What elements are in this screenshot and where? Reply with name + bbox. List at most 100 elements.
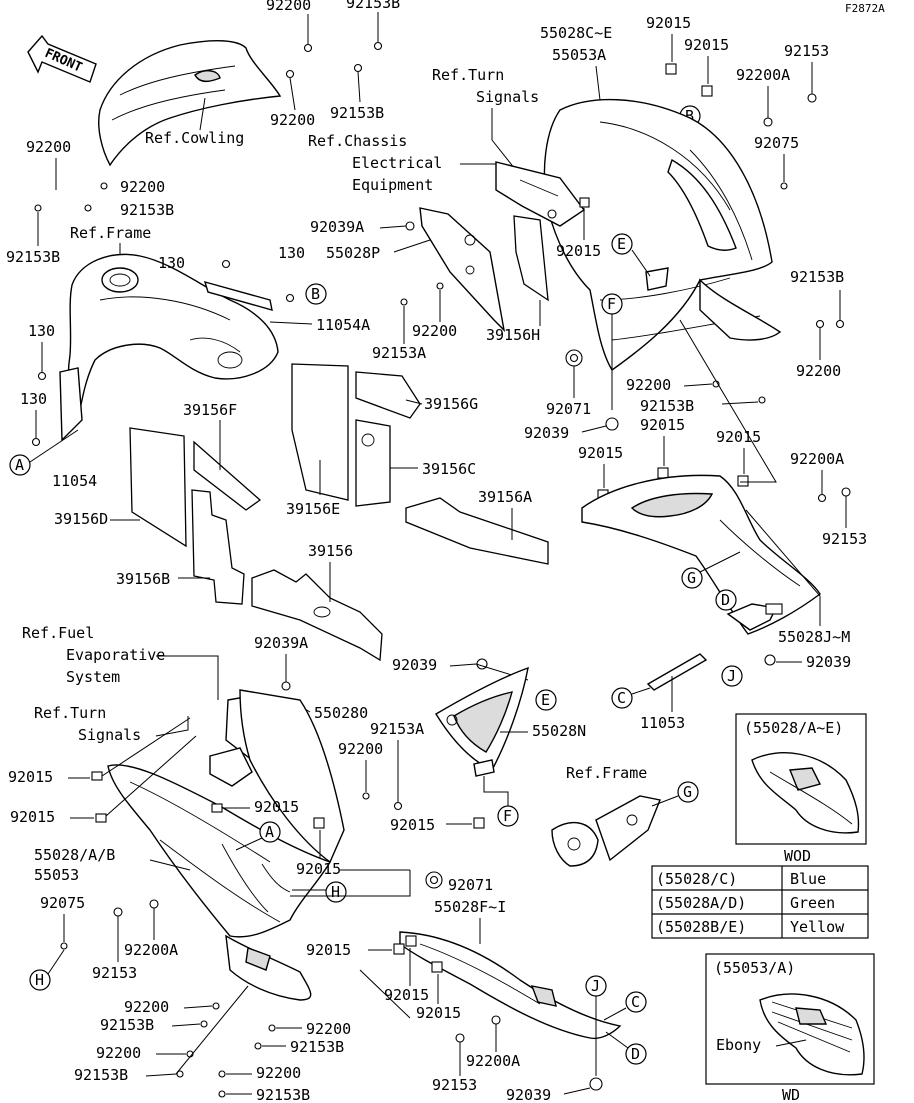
part-92015-top2: 92015 [684,36,729,54]
color-row-2-code: (55028A/D) [656,894,746,912]
part-92200-top1: 92200 [266,0,311,14]
callout-F-top-text: F [607,295,616,313]
callout-J-right [721,665,743,687]
variant-wd-drawing [759,993,865,1076]
bolt-icon [455,1033,465,1043]
ref-turn-top-2: Signals [476,88,539,106]
part-55028FI: 55028F~I [434,898,506,916]
color-row-3-color: Yellow [790,918,845,936]
washer-icon [303,43,313,53]
callout-D-bottom [625,1043,647,1065]
callout-B-top [305,283,327,305]
bolt-icon [353,63,363,73]
variant-wod-box [735,713,867,845]
part-55053A: 55053A [552,46,606,64]
upper-cowling-right-drawing [543,98,782,372]
color-table [651,865,869,939]
grommet-icon [313,817,325,829]
bolt-icon [84,204,92,212]
bracket-drawing [203,280,273,311]
callout-B-right-text: B [685,107,694,125]
variant-wd-box [705,953,875,1085]
grommet-icon [393,943,405,955]
callout-E-bottom-text: E [541,691,550,709]
part-92153-right: 92153 [822,530,867,548]
pad-39156D [129,427,187,548]
frame-drawing [67,253,279,423]
part-92015-bl2: 92015 [10,808,55,826]
part-92153B-right: 92153B [790,268,844,286]
part-92015-bcc1: 92015 [306,941,351,959]
variant-wd-header: (55053/A) [714,959,795,977]
washer-icon [436,282,444,290]
part-92153-left: 92153 [92,964,137,982]
callout-D-right [715,589,737,611]
part-39156G: 39156G [424,395,478,413]
washer-icon [491,1015,501,1025]
frame-lower-drawing [551,795,661,867]
grommet-icon [665,63,677,75]
callout-A-bottom [259,821,281,843]
ref-cowling-label: Ref.Cowling [145,129,244,147]
bolt-icon [113,907,123,917]
part-92200A-topright: 92200A [736,66,790,84]
clip-icon [764,654,776,666]
ref-fuel-3: System [66,668,120,686]
ref-frame-bottom-label: Ref.Frame [566,764,647,782]
part-92039-mid: 92039 [524,424,569,442]
upper-cowling-drawing [98,40,282,167]
callout-D-right-text: D [721,591,730,609]
bolt-icon [285,293,295,303]
variant-wod-header: (55028/A~E) [744,719,843,737]
ref-fuel-1: Ref.Fuel [22,624,94,642]
part-55028P: 55028P [326,244,380,262]
part-130-b: 130 [278,244,305,262]
part-92200-bc3: 92200 [306,1020,351,1038]
part-39156F: 39156F [183,401,237,419]
part-92039-bottom: 92039 [392,656,437,674]
part-92153B-bl4: 92153B [74,1066,128,1084]
front-arrow-icon [27,34,97,83]
clip-icon [605,417,619,431]
ref-frame-top-label: Ref.Frame [70,224,151,242]
grommet-icon [211,803,223,813]
callout-H-left [29,969,51,991]
washer-icon [817,493,827,503]
callout-B-top-text: B [311,285,320,303]
callout-J-bottom-text: J [591,977,600,995]
callout-H-center-text: H [331,883,340,901]
part-92015-top1: 92015 [646,14,691,32]
bolt-icon [221,259,231,269]
part-55028JM: 55028J~M [778,628,850,646]
chin-cowl-drawing [399,931,622,1040]
panel-39156H-drawing [513,215,549,302]
clip-icon [589,1077,603,1091]
part-92200-bl4: 92200 [96,1044,141,1062]
part-92200-right: 92200 [796,362,841,380]
bolt-icon [807,93,817,103]
part-92200-bl3: 92200 [124,998,169,1016]
grommet-icon [431,961,443,973]
callout-G-right-text: G [687,569,696,587]
part-92153B-left: 92153B [6,248,60,266]
grommet-icon [95,813,107,823]
variant-wd-caption: WD [782,1086,800,1103]
part-92071-bottom: 92071 [448,876,493,894]
part-92153A-top: 92153A [372,344,426,362]
part-92200-top2: 92200 [270,111,315,129]
part-130-d: 130 [20,390,47,408]
bolt-icon [835,319,845,329]
pad-39156 [251,569,383,662]
inner-panel-55028P-drawing [419,207,506,333]
part-92200-bc4: 92200 [256,1064,301,1082]
washer-icon [268,1024,276,1032]
ref-fuel-2: Evaporative [66,646,165,664]
color-row-1-color: Blue [790,870,826,888]
part-55028CE: 55028C~E [540,24,612,42]
part-130-a: 130 [158,254,185,272]
ref-chassis-3: Equipment [352,176,433,194]
grommet-icon [737,475,749,487]
callout-C-bottom-text: C [631,993,640,1011]
bolt-icon [218,1090,226,1098]
